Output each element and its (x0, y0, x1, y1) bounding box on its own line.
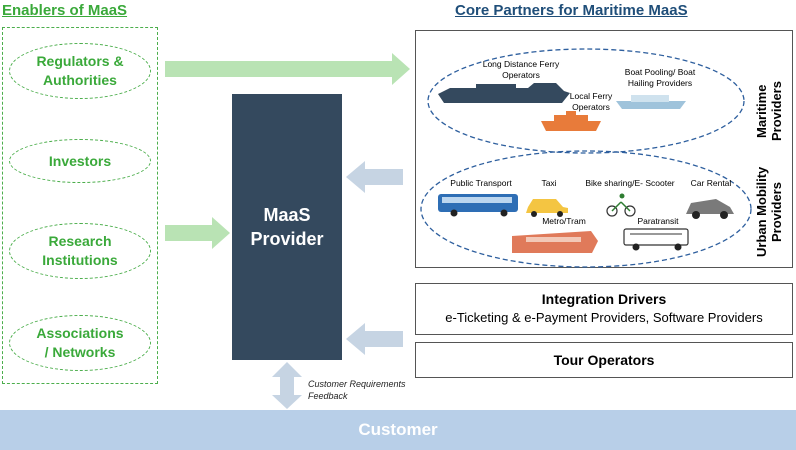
boat-pooling-line2: Hailing Providers (627, 78, 693, 88)
urban-label-line2: Providers (769, 182, 784, 242)
metro-tram-label: Metro/Tram (542, 216, 586, 226)
enabler-regulators-line1: Regulators & (36, 53, 124, 69)
car-rental-icon (686, 199, 734, 219)
bike-icon (606, 193, 636, 217)
enabler-associations: Associations / Networks (9, 315, 151, 371)
integration-title: Integration Drivers (541, 291, 667, 307)
core-partners-title: Core Partners for Maritime MaaS (455, 2, 688, 19)
local-ferry-line2: Operators (572, 102, 610, 112)
tour-operators-label: Tour Operators (553, 352, 655, 368)
enabler-associations-line2: / Networks (44, 344, 116, 360)
paratransit-label: Paratransit (637, 216, 679, 226)
enabler-investors-label: Investors (48, 152, 112, 169)
boat-pooling-icon (616, 95, 686, 109)
core-graphics (420, 48, 752, 268)
taxi-icon (526, 199, 568, 217)
urban-ellipse (420, 150, 752, 268)
bus-icon (438, 194, 518, 217)
long-ferry-line2: Operators (502, 70, 540, 80)
enabler-regulators-line2: Authorities (43, 72, 117, 88)
integration-subtitle: e-Ticketing & e-Payment Providers, Softw… (445, 310, 763, 325)
arrow-core-to-maas (346, 161, 403, 193)
arrow-enablers-to-maas (165, 217, 230, 249)
tour-operators-box: Tour Operators (415, 342, 793, 378)
arrow-integration-to-maas (346, 323, 403, 355)
maas-provider-line2: Provider (250, 229, 324, 249)
customer-bar: Customer (0, 410, 796, 450)
enablers-title: Enablers of MaaS (2, 2, 128, 19)
long-ferry-line1: Long Distance Ferry (482, 59, 560, 69)
maritime-label-line1: Maritime (754, 84, 769, 138)
local-ferry-line1: Local Ferry (569, 91, 613, 101)
enabler-regulators: Regulators & Authorities (9, 43, 151, 99)
enabler-associations-line1: Associations (36, 325, 124, 341)
paratransit-icon (623, 228, 689, 251)
taxi-label: Taxi (541, 178, 557, 188)
customer-label: Customer (358, 420, 438, 439)
maas-provider-box: MaaS Provider (232, 94, 342, 360)
arrow-maas-customer (272, 362, 302, 409)
enabler-investors: Investors (9, 139, 151, 183)
local-ferry-icon (541, 111, 601, 131)
enabler-research-line1: Research (48, 233, 112, 249)
feedback-line2: Feedback (308, 391, 348, 401)
arrow-enablers-to-core (165, 53, 410, 85)
maas-provider-line1: MaaS (263, 205, 311, 225)
tram-icon (512, 231, 598, 253)
urban-label-line1: Urban Mobility (754, 166, 769, 258)
long-ferry-icon (438, 83, 570, 103)
integration-drivers-box: Integration Drivers e-Ticketing & e-Paym… (415, 283, 793, 335)
feedback-line1: Customer Requirements (308, 379, 406, 389)
boat-pooling-line1: Boat Pooling/ Boat (624, 67, 696, 77)
public-transport-label: Public Transport (450, 178, 512, 188)
maritime-label-line2: Providers (769, 81, 784, 141)
bike-sharing-label: Bike sharing/E- Scooter (585, 178, 675, 188)
car-rental-label: Car Rental (690, 178, 732, 188)
enabler-research-line2: Institutions (42, 252, 118, 268)
enablers-box: Regulators & Authorities Investors Resear… (2, 27, 158, 384)
maritime-ellipse (427, 48, 745, 154)
